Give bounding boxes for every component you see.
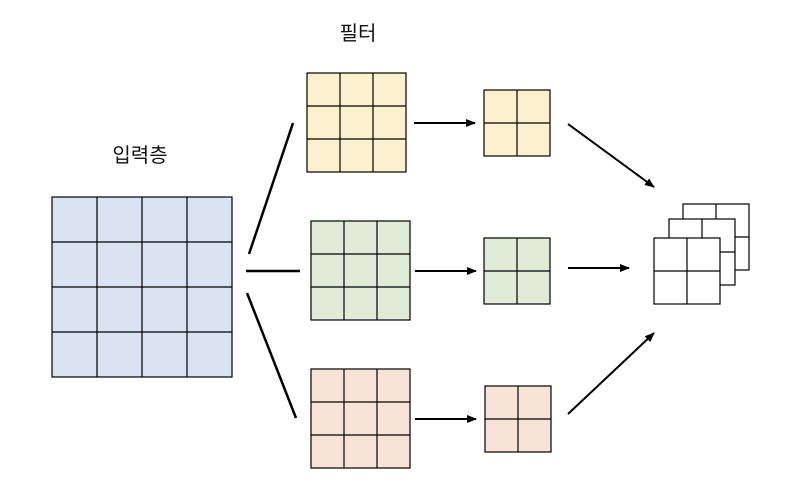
feature-bottom-to-output-arrow	[567, 332, 655, 415]
feature-map-bottom	[484, 385, 552, 453]
input-to-filter-bottom-line	[245, 292, 298, 419]
filter-grid-middle	[310, 220, 411, 321]
input-to-filter-top-line	[247, 122, 295, 255]
feature-top-to-output-arrow	[567, 123, 655, 188]
filter-grid-top	[306, 72, 407, 173]
output-feature-map-3	[653, 237, 721, 305]
feature-map-middle	[483, 237, 551, 305]
feature-map-top	[483, 89, 551, 157]
input-layer-label: 입력층	[112, 143, 167, 167]
input-layer-grid	[51, 196, 233, 378]
filter-label: 필터	[340, 21, 377, 45]
filter-grid-bottom	[310, 368, 411, 469]
